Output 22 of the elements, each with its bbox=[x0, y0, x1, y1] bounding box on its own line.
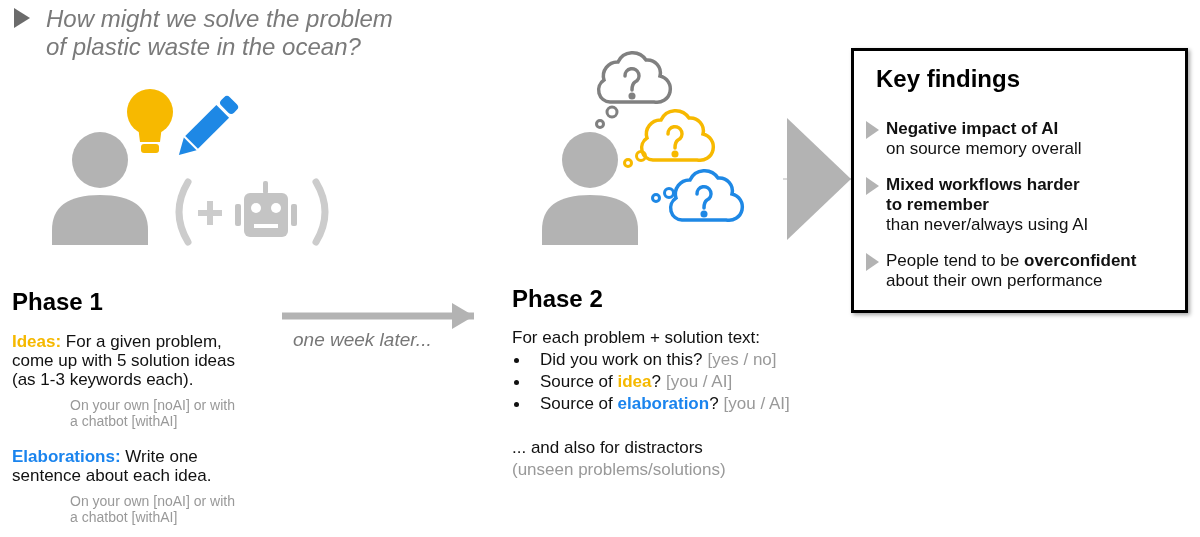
answer-options: [you / AI] bbox=[666, 371, 733, 393]
finding-text: Mixed workflows harder to remember than never/always using AI bbox=[886, 175, 1090, 235]
finding-text: People tend to be overconfident about their own performance bbox=[886, 251, 1138, 291]
chevron-arrow bbox=[782, 118, 852, 240]
phase-heading: Phase 2 bbox=[512, 285, 604, 313]
question-item: Source of elaboration? bbox=[540, 393, 719, 415]
condition-note: On your own [noAI] or with a chatbot [withAI] bbox=[70, 397, 236, 429]
note-text: ... and also for distractors bbox=[512, 437, 704, 459]
question-item: Source of idea? bbox=[540, 371, 661, 393]
finding-text: Negative impact of AI on source memory overall bbox=[886, 119, 1083, 159]
task-description: Ideas: For a given problem, come up with 5 solution ideas (as 1-3 keywords each). bbox=[12, 332, 237, 389]
note-text: (unseen problems/solutions) bbox=[512, 459, 727, 481]
prompt-question: How might we solve the problem of plastic waste in the ocean? bbox=[46, 5, 394, 61]
task-description: For each problem + solution text: bbox=[512, 327, 762, 349]
phase-heading: Phase 1 bbox=[12, 288, 104, 316]
findings-heading: Key findings bbox=[876, 65, 1020, 93]
condition-note: On your own [noAI] or with a chatbot [withAI] bbox=[70, 493, 236, 525]
question-item: Did you work on this? bbox=[540, 349, 703, 371]
answer-options: [you / AI] bbox=[723, 393, 790, 415]
answer-options: [yes / no] bbox=[707, 349, 777, 371]
task-description: Elaborations: Write one sentence about each idea. bbox=[12, 447, 213, 485]
findings-box bbox=[851, 48, 1188, 313]
